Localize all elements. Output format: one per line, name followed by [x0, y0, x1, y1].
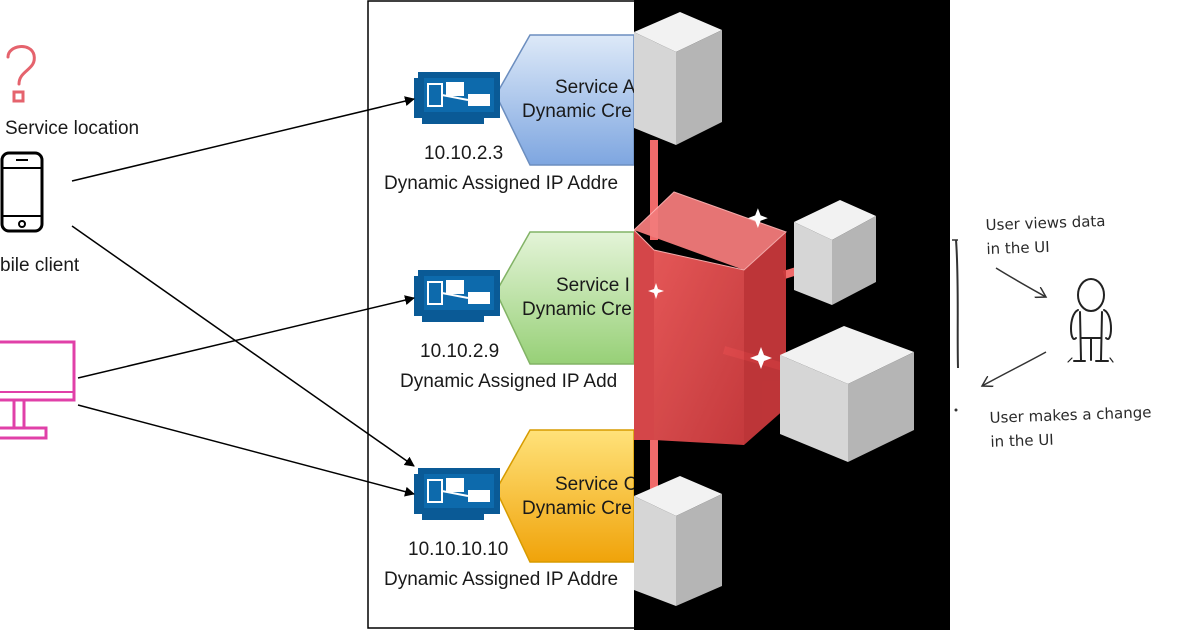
connection-arrow	[77, 404, 415, 497]
service-ip-label: 10.10.2.3	[424, 143, 504, 164]
service-subtitle: Dynamic Cre	[522, 101, 632, 122]
service-c-hexagon	[495, 429, 634, 563]
sketch-canvas	[952, 239, 1114, 412]
desktop-computer-icon	[0, 340, 76, 440]
service-ip-label: 10.10.10.10	[408, 539, 509, 560]
satellite-cube	[794, 200, 876, 305]
note-line: in the UI	[986, 237, 1050, 259]
services-container	[367, 0, 634, 629]
mobile-client-label: bile client	[0, 255, 80, 276]
diagram-canvas	[0, 0, 634, 629]
network-card-icon	[413, 71, 501, 125]
connection-arrow	[77, 295, 415, 379]
satellite-cube	[634, 12, 722, 145]
user-views-data-note: User views data in the UI	[985, 209, 1106, 261]
service-title: Service A	[555, 77, 634, 98]
service-subtitle: Dynamic Cre	[522, 299, 632, 320]
network-card-icon	[413, 467, 501, 521]
service-subtitle: Dynamic Cre	[522, 498, 632, 519]
connection-arrow	[71, 225, 415, 467]
service-location-label: Service location	[5, 118, 140, 139]
ui-feedback-sketch: User views data in the UI User makes a c…	[950, 0, 1200, 630]
question-mark-icon	[6, 45, 36, 103]
arrow-from-user-icon	[982, 351, 1047, 386]
satellite-cube	[634, 476, 722, 606]
person-icon	[1067, 278, 1114, 363]
service-assigned-label: Dynamic Assigned IP Addre	[384, 173, 619, 194]
central-red-cube	[634, 191, 787, 445]
network-card-icon	[413, 269, 501, 323]
frame-edge-line	[955, 239, 959, 369]
connection-arrow	[71, 96, 415, 182]
service-b-hexagon	[495, 231, 634, 365]
note-line: User views data	[985, 211, 1106, 235]
service-assigned-label: Dynamic Assigned IP Add	[400, 371, 618, 392]
service-a-hexagon	[495, 34, 634, 166]
satellite-cube	[780, 326, 914, 462]
service-title: Service I	[556, 275, 630, 296]
cube-canvas	[634, 12, 914, 606]
arrow-to-user-icon	[995, 267, 1046, 297]
cube-network-illustration	[634, 0, 950, 630]
service-discovery-diagram: Service location bile client 10.10.2.3 D…	[0, 0, 634, 630]
mobile-phone-icon	[0, 151, 44, 233]
sparkle-icon	[648, 208, 772, 369]
service-title: Service C	[555, 474, 634, 495]
user-makes-change-note: User makes a change in the UI	[989, 400, 1152, 454]
service-assigned-label: Dynamic Assigned IP Addre	[384, 569, 619, 590]
service-ip-label: 10.10.2.9	[420, 341, 500, 362]
